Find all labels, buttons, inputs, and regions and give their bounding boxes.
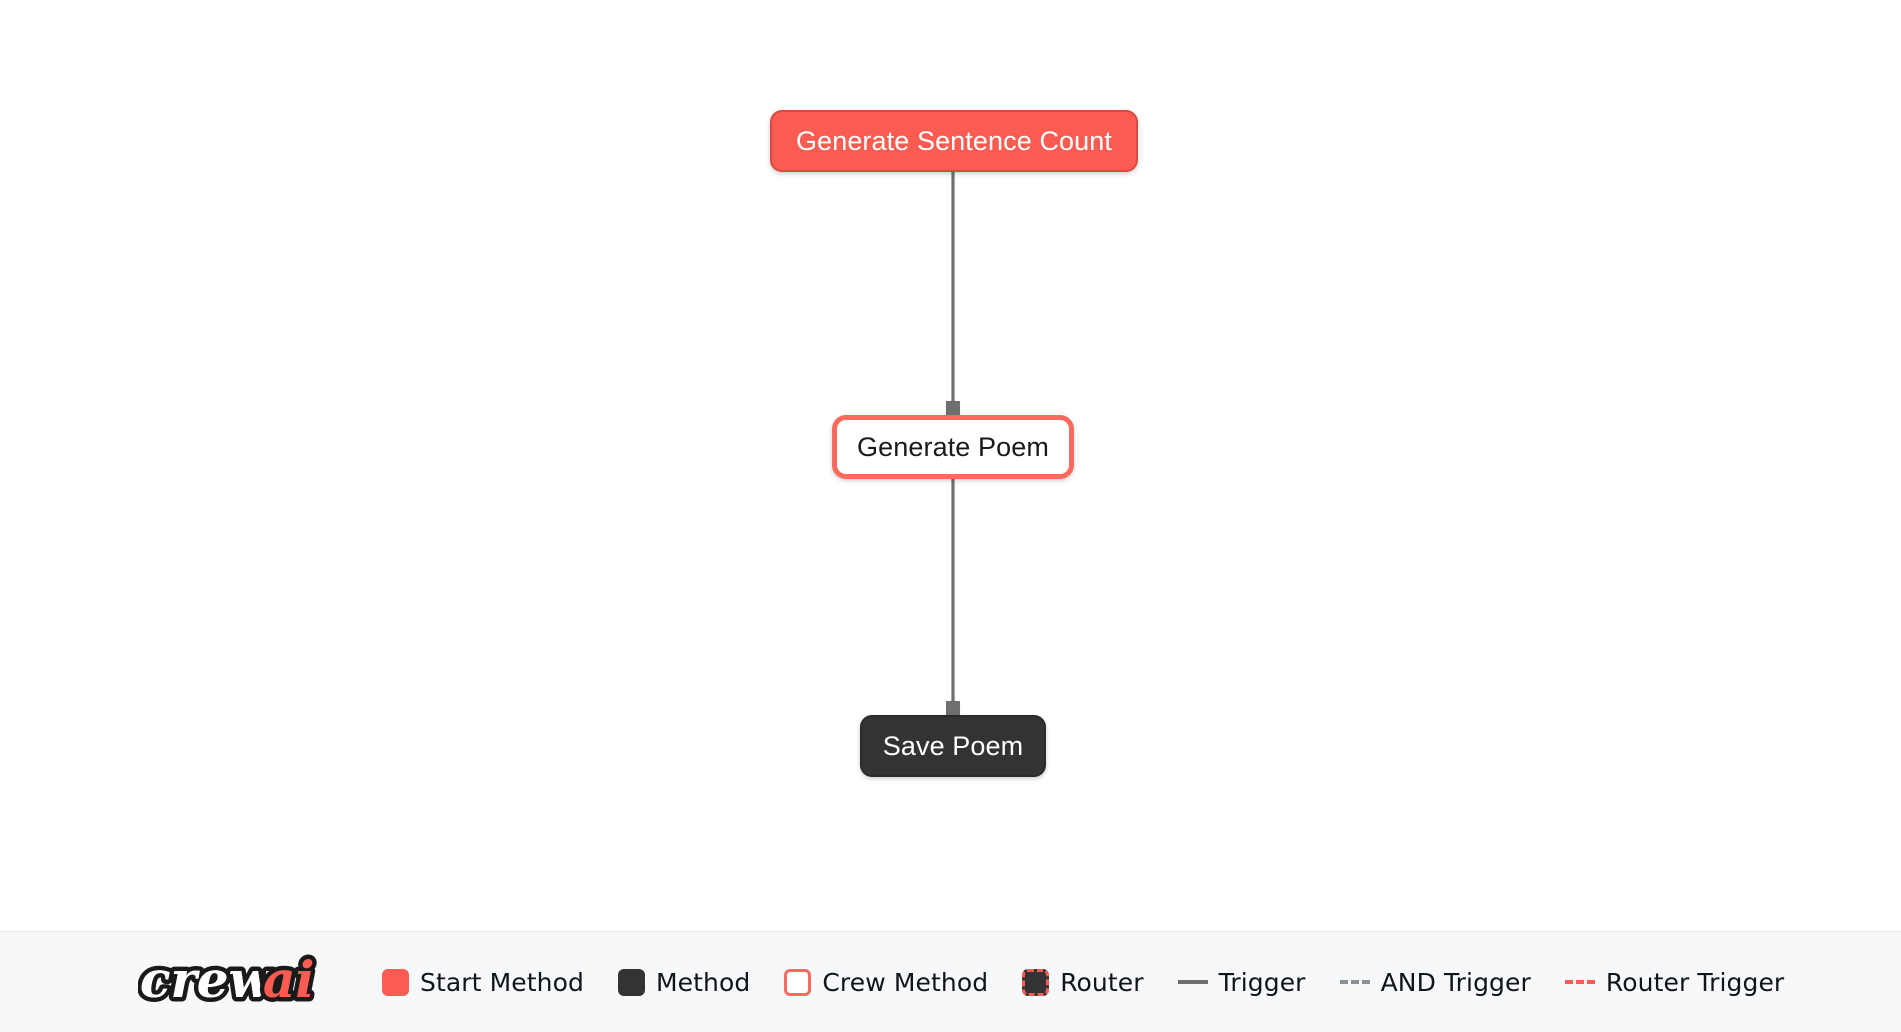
legend-label: Crew Method xyxy=(822,967,989,997)
legend-item-trigger: Trigger xyxy=(1177,967,1306,997)
flow-node-generate-poem[interactable]: Generate Poem xyxy=(832,415,1074,479)
legend-bar: crew crew ai ai Start Method Method Crew… xyxy=(0,931,1901,1032)
start-method-swatch-icon xyxy=(382,968,409,996)
flow-node-generate-sentence-count[interactable]: Generate Sentence Count xyxy=(770,110,1138,172)
legend-label: Start Method xyxy=(420,967,584,997)
flow-node-label: Generate Sentence Count xyxy=(795,125,1113,156)
legend-item-start-method: Start Method xyxy=(382,968,584,997)
legend-label: AND Trigger xyxy=(1380,967,1531,997)
crewai-logo: crew crew ai ai xyxy=(138,949,319,1014)
legend-item-router: Router xyxy=(1022,967,1144,997)
legend-label: Router xyxy=(1060,967,1144,997)
legend-label: Router Trigger xyxy=(1605,967,1785,997)
legend-item-router-trigger: Router Trigger xyxy=(1564,967,1785,997)
flow-node-label: Save Poem xyxy=(882,730,1024,761)
legend-label: Trigger xyxy=(1218,967,1306,997)
router-swatch-icon xyxy=(1022,968,1050,996)
flow-diagram-canvas[interactable]: Generate Sentence Count Generate Poem Sa… xyxy=(0,0,1901,931)
legend-item-and-trigger: AND Trigger xyxy=(1339,967,1531,997)
trigger-line-icon xyxy=(1177,980,1208,984)
and-trigger-line-icon xyxy=(1339,980,1370,984)
legend-items: Start Method Method Crew Method Router T… xyxy=(382,968,1784,997)
crew-method-swatch-icon xyxy=(784,968,812,996)
flow-node-label: Generate Poem xyxy=(857,431,1049,462)
legend-label: Method xyxy=(655,967,751,997)
method-swatch-icon xyxy=(617,968,645,996)
crewai-logo-crew-outline: crew xyxy=(140,950,274,1009)
legend-item-method: Method xyxy=(617,967,751,997)
flow-node-save-poem[interactable]: Save Poem xyxy=(860,715,1046,777)
crewai-logo-crew: crew xyxy=(140,950,274,1009)
legend-item-crew-method: Crew Method xyxy=(784,968,988,997)
router-trigger-line-icon xyxy=(1564,980,1595,984)
crewai-logo-ai-outline: ai xyxy=(263,950,314,1009)
crewai-logo-ai: ai xyxy=(263,950,314,1009)
